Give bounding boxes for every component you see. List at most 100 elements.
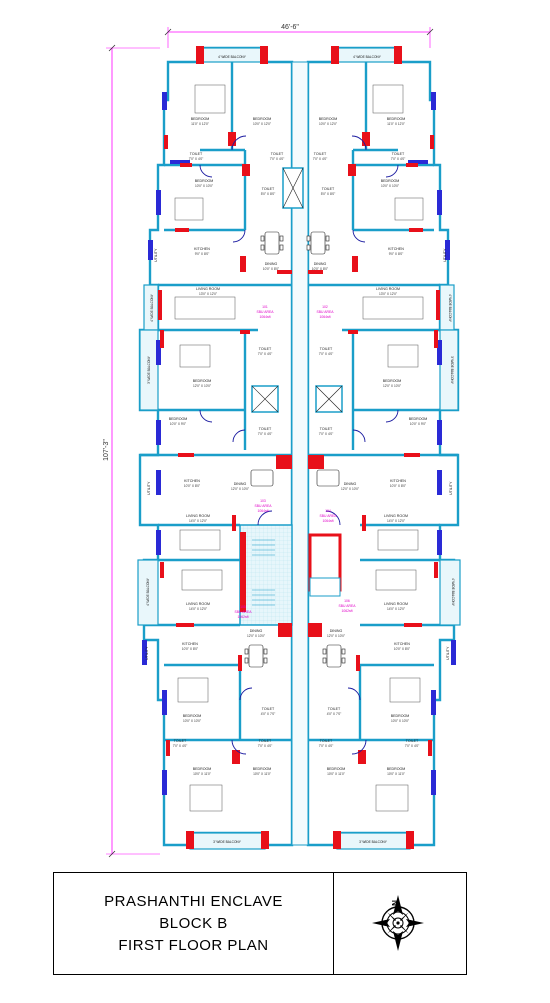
room-label-toilet: TOILET	[259, 739, 272, 743]
room-size: 12'0" X 10'0"	[247, 634, 265, 638]
room-label-bedroom: BEDROOM	[319, 117, 338, 121]
room-label-utility: UTILITY	[443, 248, 447, 262]
room-label-bedroom: BEDROOM	[387, 767, 406, 771]
unit-area-label: SBU AREA	[257, 310, 275, 314]
staircase	[239, 524, 342, 626]
room-label-dining: DINING	[234, 482, 247, 486]
room-label-dining: DINING	[250, 629, 263, 633]
room-label-balcony: 4' WIDE BALCONY	[146, 577, 150, 606]
room-size: 12'0" X 10'0"	[341, 487, 359, 491]
unit-area-value: 1064sft	[319, 315, 330, 319]
room-label-toilet: TOILET	[262, 707, 275, 711]
room-label-balcony: 4' WIDE BALCONY	[451, 578, 455, 607]
room-label-toilet: TOILET	[328, 707, 341, 711]
room-label-living: LIVING ROOM	[376, 287, 400, 291]
room-label-toilet: TOILET	[174, 739, 187, 743]
room-size: 12'0" X 10'0"	[383, 384, 401, 388]
room-label-dining: DINING	[265, 262, 278, 266]
unit-area-label: SBU AREA	[255, 504, 273, 508]
room-label-toilet: TOILET	[262, 187, 275, 191]
room-size: 12'0" X 10'0"	[193, 384, 211, 388]
room-size: 7'0" X 4'0"	[319, 432, 333, 436]
unit-area-label: SBU AREA	[320, 514, 338, 518]
unit-number: 104	[325, 509, 331, 513]
room-label-balcony: 4' WIDE BALCONY	[150, 293, 154, 322]
unit-area-value: 1062sft	[341, 609, 352, 613]
furniture	[174, 84, 424, 812]
room-size: 10'0" X 8'0"	[312, 267, 328, 271]
room-label-kitchen: KITCHEN	[194, 247, 210, 251]
room-size: 7'0" X 4'0"	[319, 352, 333, 356]
room-size: 7'0" X 4'0"	[405, 744, 419, 748]
unit-area-value: 1064sft	[257, 509, 268, 513]
balcony-label-top-right: 4' WIDE BALCONY	[353, 55, 382, 59]
room-label-utility: UTILITY	[449, 481, 453, 495]
room-label-dining: DINING	[344, 482, 357, 486]
room-size: 7'0" X 4'0"	[173, 744, 187, 748]
room-size: 5'0" X 8'0"	[261, 192, 275, 196]
room-size: 10'0" X 10'0"	[381, 184, 399, 188]
unit-labels: 101 SBU AREA 1064sft 102 SBU AREA 1064sf…	[235, 305, 357, 619]
door-swings	[199, 135, 399, 755]
overall-width-label: 46'-6"	[281, 24, 299, 31]
room-size: 14'0" X 12'0"	[387, 607, 405, 611]
room-size: 10'0" X 9'0"	[410, 422, 426, 426]
room-size: 9'0" X 8'0"	[389, 252, 403, 256]
room-label-balcony: 4' WIDE BALCONY	[448, 294, 452, 323]
room-label-toilet: TOILET	[259, 347, 272, 351]
unit-area-value: 1062sft	[237, 615, 248, 619]
central-corridor	[291, 61, 309, 846]
room-label-kitchen: KITCHEN	[390, 479, 406, 483]
overall-length-label: 107'-3"	[103, 439, 110, 461]
room-size: 14'0" X 12'0"	[189, 519, 207, 523]
room-label-toilet: TOILET	[314, 152, 327, 156]
room-label-bedroom: BEDROOM	[193, 379, 212, 383]
room-size: 10'0" X 8'0"	[390, 484, 406, 488]
floor-plan: 46'-6" 107'-3"	[103, 24, 461, 858]
compass-icon: N	[372, 895, 424, 951]
room-size: 12'0" X 10'0"	[327, 634, 345, 638]
room-size: 10'0" X 10'0"	[391, 719, 409, 723]
room-size: 10'0" X 8'0"	[394, 647, 410, 651]
dining-tables	[244, 231, 346, 668]
unit-area-label: SBU AREA	[235, 610, 253, 614]
room-label-dining: DINING	[314, 262, 327, 266]
room-label-balcony: 3' WIDE BALCONY	[450, 356, 454, 385]
title-text: PRASHANTHI ENCLAVE BLOCK B FIRST FLOOR P…	[54, 873, 334, 974]
room-label-bedroom: BEDROOM	[391, 714, 410, 718]
north-arrow: N	[334, 873, 465, 974]
windows	[142, 92, 456, 795]
room-size: 10'0" X 10'0"	[183, 719, 201, 723]
room-label-kitchen: KITCHEN	[184, 479, 200, 483]
room-size: 7'0" X 4'0"	[189, 157, 203, 161]
unit-area-value: 1064sft	[259, 315, 270, 319]
room-label-bedroom: BEDROOM	[387, 117, 406, 121]
room-label-toilet: TOILET	[406, 739, 419, 743]
unit-number: 103	[260, 499, 266, 503]
room-label-toilet: TOILET	[190, 152, 203, 156]
room-label-bedroom: BEDROOM	[381, 179, 400, 183]
unit-area-label: SBU AREA	[339, 604, 357, 608]
room-size: 5'0" X 8'0"	[321, 192, 335, 196]
room-label-toilet: TOILET	[392, 152, 405, 156]
room-label-toilet: TOILET	[320, 739, 333, 743]
room-label-dining: DINING	[330, 629, 343, 633]
room-label-utility: UTILITY	[154, 248, 158, 262]
room-label-bedroom: BEDROOM	[183, 714, 202, 718]
room-label-toilet: TOILET	[271, 152, 284, 156]
room-label-bedroom: BEDROOM	[253, 767, 272, 771]
room-size: 11'0" X 12'0"	[387, 122, 405, 126]
room-label-kitchen: KITCHEN	[388, 247, 404, 251]
room-size: 10'0" X 12'0"	[319, 122, 337, 126]
room-size: 10'0" X 10'0"	[195, 184, 213, 188]
room-label-bedroom: BEDROOM	[383, 379, 402, 383]
room-size: 7'0" X 4'0"	[258, 352, 272, 356]
room-label-bedroom: BEDROOM	[195, 179, 214, 183]
room-label-living: LIVING ROOM	[384, 514, 408, 518]
room-size: 10'0" X 8'0"	[182, 647, 198, 651]
room-label-living: LIVING ROOM	[196, 287, 220, 291]
north-label: N	[391, 900, 400, 906]
room-size: 4'0" X 7'0"	[327, 712, 341, 716]
room-label-bedroom: BEDROOM	[193, 767, 212, 771]
room-label-toilet: TOILET	[320, 347, 333, 351]
